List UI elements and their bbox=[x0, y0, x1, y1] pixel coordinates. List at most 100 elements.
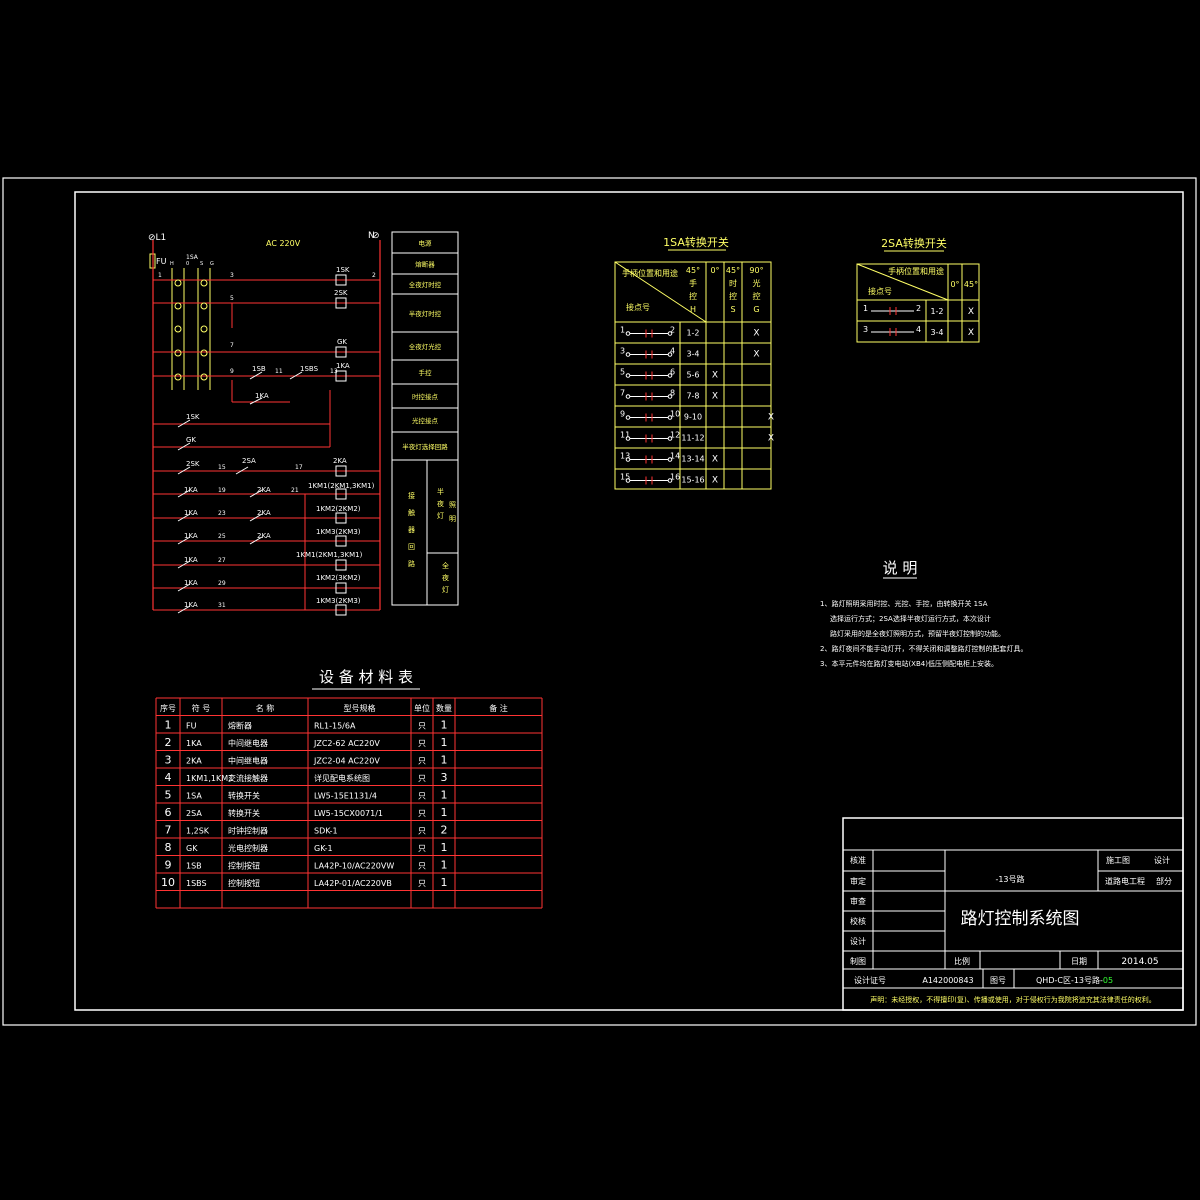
mat-cell: 只 bbox=[418, 739, 426, 748]
mat-cell: 只 bbox=[418, 879, 426, 888]
sa1-contact-b: 4 bbox=[670, 347, 675, 356]
note-line: 2、路灯夜间不能手动灯开，不得关闭和调整路灯控制的配套灯具。 bbox=[820, 644, 1027, 653]
sa1-col-header: 45° bbox=[726, 266, 740, 275]
legend-item: 时控接点 bbox=[412, 392, 439, 401]
outer-border bbox=[2, 177, 1197, 1026]
sa1-col-header: 时 bbox=[729, 278, 737, 288]
circuit-label-km5: 1KM2(3KM2) bbox=[316, 574, 361, 582]
sa2-contact-a: 1 bbox=[863, 304, 868, 313]
tb-date-label: 日期 bbox=[1071, 957, 1087, 966]
mat-cell: 熔断器 bbox=[228, 721, 252, 731]
mat-cell: 只 bbox=[418, 774, 426, 783]
legend-char: 明 bbox=[449, 515, 456, 523]
mat-cell: 交流接触器 bbox=[228, 773, 268, 783]
wire-number: 21 bbox=[291, 487, 299, 494]
circuit-label-r4: 1KA bbox=[184, 556, 198, 564]
sa1-mark: X bbox=[753, 329, 759, 339]
sa1-contact-a: 3 bbox=[620, 347, 625, 356]
tb-dwg-value: QHD-C区-13号路-05 bbox=[1036, 975, 1113, 985]
sa1-contact-a: 15 bbox=[620, 473, 630, 482]
coil-km3 bbox=[335, 535, 347, 547]
sa2-row-label: 3-4 bbox=[930, 328, 943, 337]
sa1-mark: X bbox=[753, 350, 759, 360]
circuit-label-ka2: 2KA bbox=[333, 457, 347, 465]
legend-char: 灯 bbox=[437, 511, 444, 520]
sa1-node bbox=[667, 352, 673, 357]
sa1-row-label: 11-12 bbox=[681, 434, 704, 443]
tb-frame bbox=[842, 817, 1184, 1011]
wire-number: 9 bbox=[230, 368, 234, 375]
sa2-contact-b: 4 bbox=[916, 325, 921, 334]
sa1-node bbox=[625, 415, 631, 420]
mat-cell: 2SA bbox=[186, 809, 202, 818]
mat-cell: 只 bbox=[418, 792, 426, 801]
legend-full-night: 全夜灯 bbox=[442, 561, 449, 594]
mat-cell: 1 bbox=[441, 736, 448, 749]
sa1-header-diagonal bbox=[614, 261, 707, 323]
legend-char: 夜 bbox=[442, 573, 449, 582]
mat-cell: 只 bbox=[418, 809, 426, 818]
mat-cell: 只 bbox=[418, 827, 426, 836]
sa1-header-bottom: 接点号 bbox=[626, 302, 650, 312]
sa1-node bbox=[667, 415, 673, 420]
mat-cell: 2 bbox=[165, 736, 172, 749]
mat-cell: GK-1 bbox=[314, 844, 333, 853]
mat-cell: 只 bbox=[418, 844, 426, 853]
wire-number: 7 bbox=[230, 342, 234, 349]
sa1-col-header: 光 bbox=[753, 278, 761, 288]
wire-number: 31 bbox=[218, 602, 226, 609]
sa1-node bbox=[625, 394, 631, 399]
circuit-label-sb1: 1SB bbox=[252, 365, 266, 373]
legend-lighting: 照明 bbox=[449, 501, 456, 523]
circuit-label-r5: 1KA bbox=[184, 579, 198, 587]
mat-cell: 1 bbox=[441, 859, 448, 872]
circuit-label-sk2b: 2SK bbox=[186, 460, 200, 468]
tb-dept-label: 道路电工程 bbox=[1105, 876, 1145, 886]
sa1-node bbox=[667, 373, 673, 378]
mat-cell: 1 bbox=[441, 789, 448, 802]
tb-left-label: 核准 bbox=[850, 855, 866, 865]
tb-dept-value: 部分 bbox=[1156, 876, 1172, 886]
tb-left-label: 设计 bbox=[850, 936, 866, 946]
sa2-col-header: 45° bbox=[964, 280, 978, 289]
note-line: 路灯采用的是全夜灯照明方式，预留半夜灯控制的功能。 bbox=[830, 629, 1005, 638]
wire-number: 3 bbox=[230, 272, 234, 279]
mat-cell: 8 bbox=[165, 841, 172, 854]
mat-cell: 1SA bbox=[186, 792, 202, 801]
mat-cell: 5 bbox=[165, 789, 172, 802]
sa1-col-header: 手 bbox=[689, 278, 697, 288]
sa1-node bbox=[667, 331, 673, 336]
sa1-col-header: S bbox=[730, 305, 735, 314]
mat-cell: 1KA bbox=[186, 739, 202, 748]
circuit-label-k2sk: 2SK bbox=[334, 289, 348, 297]
mat-cell: FU bbox=[186, 722, 197, 731]
sa1-col-header: 控 bbox=[729, 291, 737, 301]
ac-voltage-label: AC 220V bbox=[266, 239, 301, 248]
mat-cell: 光电控制器 bbox=[228, 843, 268, 853]
coil-km2 bbox=[335, 512, 347, 524]
sa1-mark: X bbox=[712, 476, 718, 486]
wire-number: 1 bbox=[158, 272, 162, 279]
sa1-node bbox=[667, 394, 673, 399]
mat-header: 名 称 bbox=[256, 703, 275, 713]
sa1-contact-b: 16 bbox=[670, 473, 680, 482]
tb-drawing-title: 路灯控制系统图 bbox=[961, 909, 1080, 929]
legend-item: 光控接点 bbox=[412, 416, 439, 425]
circuit-label-ka2a: 2KA bbox=[257, 486, 271, 494]
circuit-label-ka1b: 1KA bbox=[255, 392, 269, 400]
mat-cell: 中间继电器 bbox=[228, 756, 268, 766]
sa2-frame bbox=[856, 263, 980, 343]
circuit-label-sbs1: 1SBS bbox=[300, 365, 319, 373]
mat-cell: 1 bbox=[441, 876, 448, 889]
wire-number: 17 bbox=[295, 464, 303, 471]
mat-header: 备 注 bbox=[489, 703, 508, 713]
notes-section: 说 明 1、路灯照明采用时控、光控、手控，由转换开关 1SA选择运行方式；2SA… bbox=[820, 559, 1027, 668]
tb-project: -13号路 bbox=[995, 874, 1024, 884]
circuit-label-r3: 1KA bbox=[184, 532, 198, 540]
legend-char: 照 bbox=[449, 501, 456, 509]
tb-left-label: 校核 bbox=[850, 916, 866, 926]
mat-cell: 3 bbox=[441, 771, 448, 784]
